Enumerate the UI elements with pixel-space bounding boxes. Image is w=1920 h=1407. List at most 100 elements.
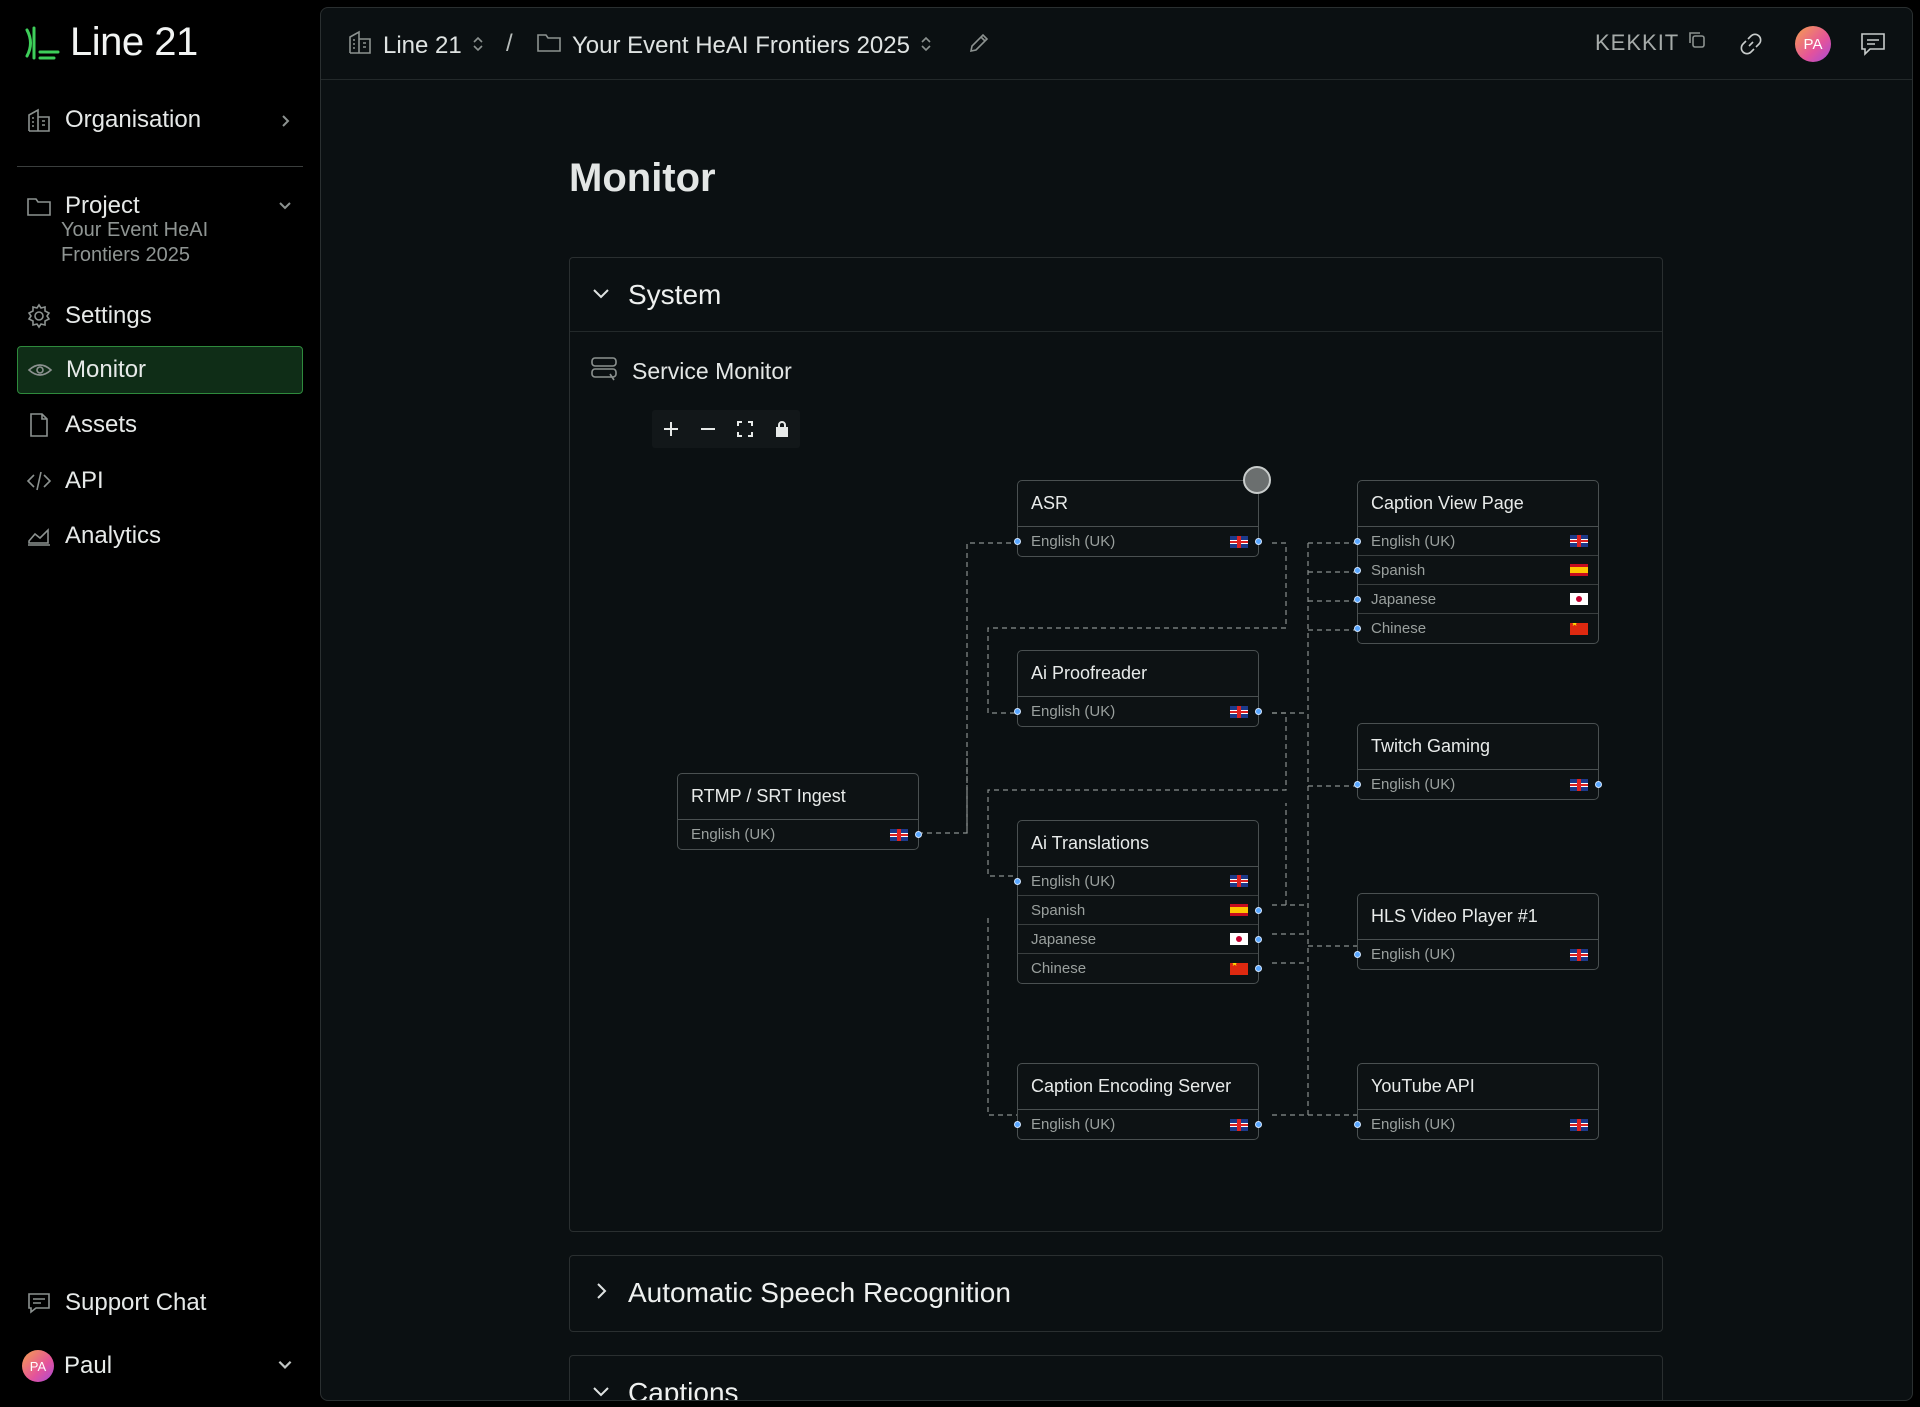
uk-flag-icon bbox=[1570, 1118, 1588, 1131]
node-title: ASR bbox=[1018, 481, 1258, 527]
service-monitor-title: Service Monitor bbox=[632, 357, 792, 384]
lock-button[interactable] bbox=[767, 414, 797, 444]
node-row-label: Chinese bbox=[1031, 960, 1087, 977]
node-ai-proofreader[interactable]: Ai Proofreader English (UK) bbox=[1014, 650, 1262, 727]
project-name: Your Event HeAI Frontiers 2025 bbox=[61, 219, 209, 266]
node-row: Spanish bbox=[1018, 896, 1262, 925]
sidebar-item-analytics[interactable]: Analytics bbox=[17, 512, 303, 560]
chevron-down-icon bbox=[276, 1352, 294, 1380]
node-row-label: English (UK) bbox=[1031, 703, 1116, 720]
node-caption-view-page[interactable]: Caption View Page English (UK) Spanish J… bbox=[1354, 480, 1599, 644]
input-port[interactable] bbox=[1014, 1121, 1021, 1128]
node-row: Japanese bbox=[1018, 925, 1262, 954]
node-rtmp-ingest[interactable]: RTMP / SRT Ingest English (UK) bbox=[677, 773, 922, 850]
input-port[interactable] bbox=[1354, 538, 1361, 545]
node-ai-translations[interactable]: Ai Translations English (UK) Spanish Jap… bbox=[1014, 820, 1262, 984]
output-port[interactable] bbox=[1255, 708, 1262, 715]
server-icon bbox=[590, 354, 618, 388]
uk-flag-icon bbox=[1570, 535, 1588, 547]
link-icon[interactable] bbox=[1737, 30, 1765, 63]
chat-icon bbox=[25, 1289, 53, 1317]
breadcrumb-project-label: Your Event HeAI Frontiers 2025 bbox=[572, 31, 910, 59]
chevron-down-icon bbox=[277, 192, 293, 220]
input-port[interactable] bbox=[1014, 538, 1021, 545]
input-port[interactable] bbox=[1354, 567, 1361, 574]
breadcrumb-org[interactable]: Line 21 bbox=[347, 29, 484, 62]
eye-icon bbox=[26, 356, 54, 384]
breadcrumb-separator: / bbox=[506, 30, 513, 57]
input-port[interactable] bbox=[1354, 1121, 1361, 1128]
sidebar-item-organisation[interactable]: Organisation bbox=[17, 96, 303, 144]
sidebar-item-assets[interactable]: Assets bbox=[17, 401, 303, 449]
output-port[interactable] bbox=[1255, 1121, 1262, 1128]
section-asr-toggle[interactable]: Automatic Speech Recognition bbox=[570, 1256, 1662, 1330]
app-logo[interactable]: Line 21 bbox=[24, 20, 198, 65]
node-asr[interactable]: ASR English (UK) bbox=[1014, 480, 1262, 557]
node-youtube-api[interactable]: YouTube API English (UK) bbox=[1354, 1063, 1599, 1140]
building-icon bbox=[347, 29, 373, 62]
service-monitor-heading: Service Monitor bbox=[590, 354, 792, 388]
page-title: Monitor bbox=[569, 156, 716, 200]
support-chat-button[interactable]: Support Chat bbox=[17, 1279, 303, 1327]
input-port[interactable] bbox=[1354, 951, 1361, 958]
china-flag-icon bbox=[1230, 962, 1248, 975]
folder-icon bbox=[536, 29, 562, 62]
output-port[interactable] bbox=[1255, 907, 1262, 914]
avatar[interactable]: PA bbox=[1795, 26, 1831, 62]
project-code: KEKKIT bbox=[1595, 30, 1680, 55]
zoom-in-button[interactable] bbox=[656, 414, 686, 444]
node-row: English (UK) bbox=[1014, 527, 1262, 556]
node-row: English (UK) bbox=[1354, 527, 1598, 556]
node-row-label: English (UK) bbox=[1031, 872, 1116, 890]
node-row-label: English (UK) bbox=[1371, 1116, 1456, 1133]
output-port[interactable] bbox=[1255, 538, 1262, 545]
node-row-label: English (UK) bbox=[1031, 1116, 1116, 1133]
output-port[interactable] bbox=[1255, 936, 1262, 943]
section-title: Captions bbox=[628, 1377, 739, 1401]
uk-flag-icon bbox=[1230, 705, 1248, 718]
user-menu[interactable]: PA Paul bbox=[22, 1348, 302, 1384]
topbar: Line 21 / Your Event HeAI Frontiers 2025… bbox=[321, 8, 1912, 80]
input-port[interactable] bbox=[1354, 625, 1361, 632]
gear-icon bbox=[25, 302, 53, 330]
output-port[interactable] bbox=[1255, 965, 1262, 972]
output-port[interactable] bbox=[915, 831, 922, 838]
sidebar-item-api[interactable]: API bbox=[17, 457, 303, 505]
sidebar-item-monitor[interactable]: Monitor bbox=[17, 346, 303, 394]
folder-icon bbox=[25, 192, 53, 220]
input-port[interactable] bbox=[1354, 596, 1361, 603]
section-captions: Captions bbox=[569, 1355, 1663, 1401]
breadcrumb-org-label: Line 21 bbox=[383, 31, 462, 59]
output-port[interactable] bbox=[1595, 781, 1602, 788]
node-row: Chinese bbox=[1354, 614, 1598, 643]
input-port[interactable] bbox=[1014, 708, 1021, 715]
zoom-out-button[interactable] bbox=[693, 414, 723, 444]
node-title: Caption Encoding Server bbox=[1018, 1064, 1258, 1110]
drag-handle[interactable] bbox=[1243, 466, 1271, 494]
sidebar-item-settings[interactable]: Settings bbox=[17, 292, 303, 340]
sidebar-item-label: Organisation bbox=[65, 106, 202, 133]
node-caption-encoding-server[interactable]: Caption Encoding Server English (UK) bbox=[1014, 1063, 1262, 1140]
node-row-label: English (UK) bbox=[1031, 533, 1116, 550]
section-captions-toggle[interactable]: Captions bbox=[570, 1356, 1662, 1401]
edit-pencil-icon[interactable] bbox=[968, 32, 990, 59]
building-icon bbox=[25, 106, 53, 134]
chat-icon[interactable] bbox=[1859, 30, 1887, 63]
line21-logo-icon bbox=[25, 26, 60, 59]
input-port[interactable] bbox=[1014, 878, 1021, 885]
section-system-toggle[interactable]: System bbox=[570, 258, 1662, 332]
uk-flag-icon bbox=[1230, 1118, 1248, 1131]
node-row: English (UK) bbox=[1014, 1110, 1262, 1139]
node-row-label: English (UK) bbox=[691, 826, 776, 843]
node-title: HLS Video Player #1 bbox=[1358, 894, 1598, 940]
breadcrumb-project[interactable]: Your Event HeAI Frontiers 2025 bbox=[536, 29, 932, 62]
chevron-updown-icon bbox=[472, 32, 484, 60]
node-twitch-gaming[interactable]: Twitch Gaming English (UK) bbox=[1354, 723, 1602, 800]
project-code-copy[interactable]: KEKKIT bbox=[1595, 30, 1707, 56]
copy-icon bbox=[1687, 30, 1707, 56]
node-hls-video-player[interactable]: HLS Video Player #1 English (UK) bbox=[1354, 893, 1599, 970]
sidebar-item-project[interactable]: Project bbox=[17, 182, 303, 230]
node-row-label: English (UK) bbox=[1371, 946, 1456, 963]
fit-view-button[interactable] bbox=[730, 414, 760, 444]
input-port[interactable] bbox=[1354, 781, 1361, 788]
